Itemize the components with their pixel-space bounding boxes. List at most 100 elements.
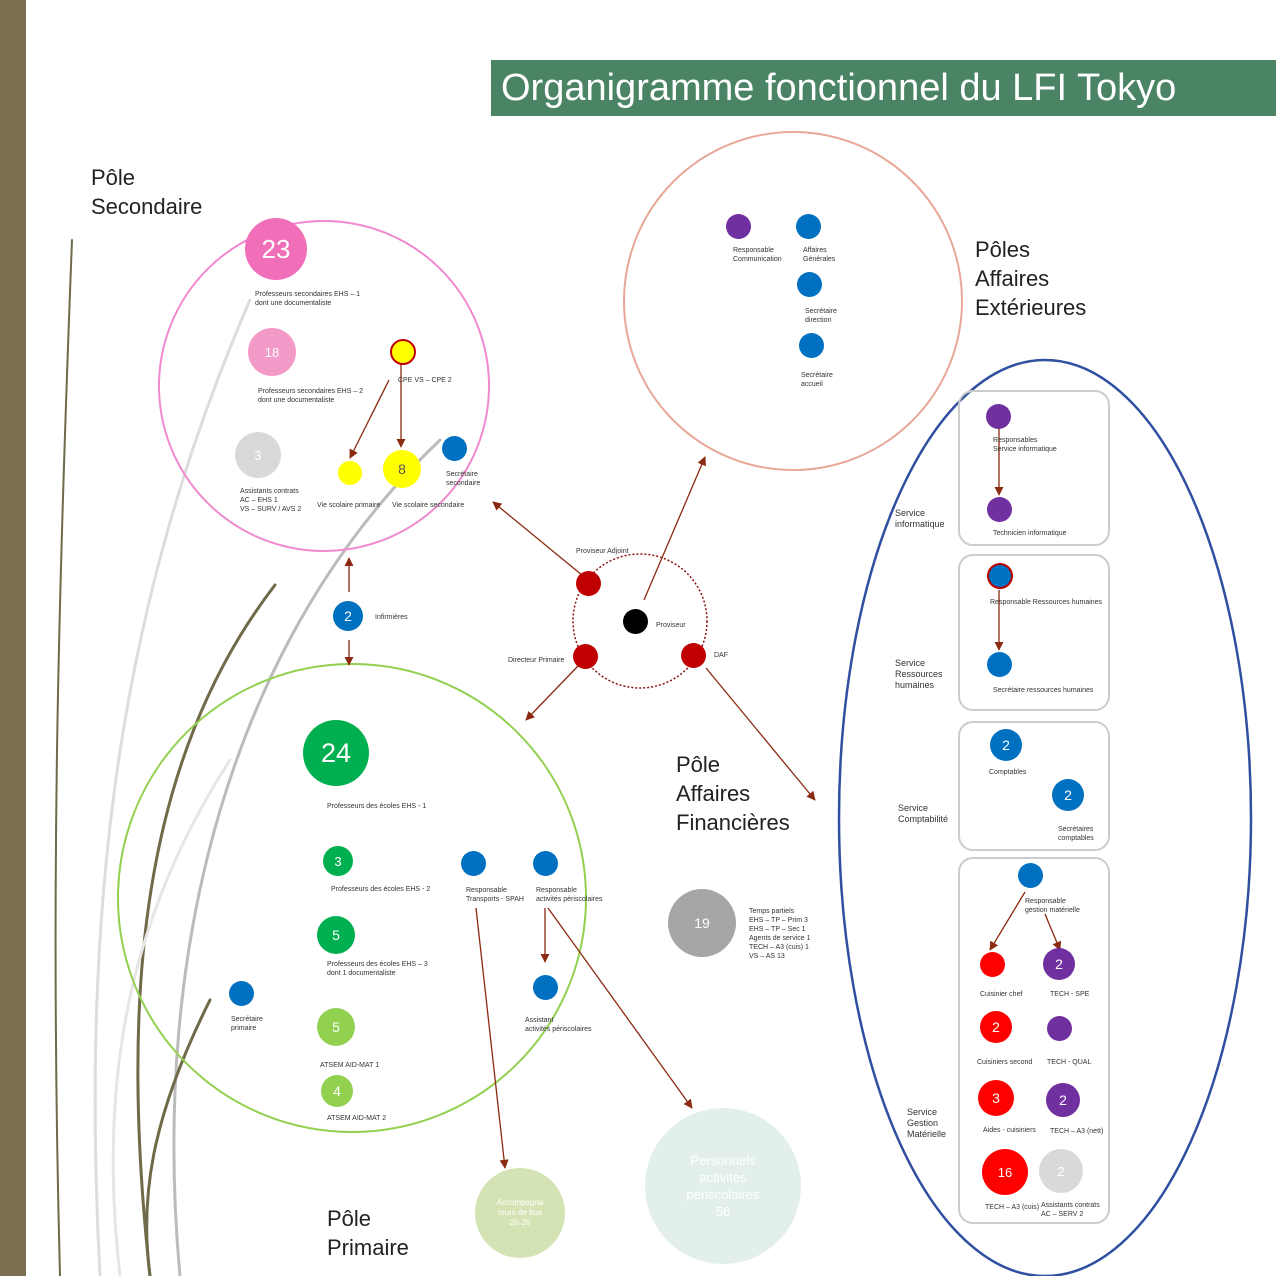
pole-secondaire-ring xyxy=(158,220,490,552)
left-decorative-bar xyxy=(0,0,26,1276)
tech-qual-node xyxy=(1047,1016,1072,1041)
pole-exterieures-ring xyxy=(623,131,963,471)
vie-scolaire-primaire-label: Vie scolaire primaire xyxy=(317,502,381,509)
prof-ecoles-ehs1-label: Professeurs des écoles EHS - 1 xyxy=(327,803,427,810)
resp-activites-label: Responsable activités périscolaires xyxy=(536,887,603,903)
resp-rh-node xyxy=(987,563,1013,589)
infirmieres-label: Infirmières xyxy=(375,614,408,621)
pole-primaire-line-1: Pôle xyxy=(327,1206,372,1231)
prof-ecoles-ehs2-count: 3 xyxy=(323,846,353,876)
affaires-generales-node xyxy=(796,214,821,239)
technicien-informatique-node xyxy=(987,497,1012,522)
resp-transports-label: Responsable Transports - SPAH xyxy=(466,887,524,903)
comptables-label: Comptables xyxy=(989,769,1027,776)
decorative-swooshes xyxy=(54,239,442,1276)
pole-financieres-line-1: Pôle xyxy=(676,752,721,777)
temps-partiels-label: Temps partiels EHS – TP – Prim 3 EHS – T… xyxy=(749,908,811,960)
secretaire-secondaire-label: Secrétaire secondaire xyxy=(446,471,481,487)
resp-rh-label: Responsable Ressources humaines xyxy=(990,599,1103,606)
tech-a3-cuis-count: 16 xyxy=(982,1149,1028,1195)
service-rh-label: Service Ressources humaines xyxy=(895,658,943,690)
aides-cuisiniers-label: Aides - cuisiniers xyxy=(983,1127,1036,1134)
personnels-periscolaires-node: Personnels activités périscolaires 56 xyxy=(645,1108,801,1264)
directeur-primaire-label: Directeur Primaire xyxy=(508,657,565,664)
tech-a3-nett-label: TECH – A3 (nett) xyxy=(1050,1128,1104,1135)
service-informatique-box xyxy=(958,390,1110,546)
proviseur-adjoint-label: Proviseur Adjoint xyxy=(576,548,629,555)
resp-transports-node xyxy=(461,851,486,876)
resp-communication-label: Responsable Communication xyxy=(733,247,782,263)
atsem-2-count: 4 xyxy=(321,1075,353,1107)
comptables-count: 2 xyxy=(990,729,1022,761)
service-materielle-box xyxy=(958,857,1110,1224)
atsem-2-label: ATSEM AID-MAT 2 xyxy=(327,1115,387,1122)
prof-sec-ehs1-count: 23 xyxy=(245,218,307,280)
secretaire-accueil-node xyxy=(799,333,824,358)
resp-communication-node xyxy=(726,214,751,239)
pole-secondaire-line-2: Secondaire xyxy=(91,194,203,219)
pole-financieres-line-2: Affaires xyxy=(676,781,751,806)
atsem-1-count: 5 xyxy=(317,1008,355,1046)
resp-informatique-node xyxy=(986,404,1011,429)
tech-a3-nett-count: 2 xyxy=(1046,1083,1080,1117)
resp-gestion-materielle-node xyxy=(1018,863,1043,888)
pole-financieres-ellipse xyxy=(837,358,1253,1276)
pole-exterieures-line-1: Pôles xyxy=(975,237,1031,262)
pole-exterieures-line-2: Affaires xyxy=(975,266,1050,291)
resp-gestion-materielle-label: Responsable gestion matérielle xyxy=(1025,898,1080,914)
secretaire-secondaire-node xyxy=(442,436,467,461)
aides-cuisiniers-count: 3 xyxy=(978,1080,1014,1116)
assistants-contrats-serv-count: 2 xyxy=(1039,1149,1083,1193)
prof-ecoles-ehs2-label: Professeurs des écoles EHS - 2 xyxy=(331,886,431,893)
secretaire-direction-node xyxy=(797,272,822,297)
prof-ecoles-ehs3-label: Professeurs des écoles EHS – 3 dont 1 do… xyxy=(327,961,428,977)
daf-node xyxy=(681,643,706,668)
direction-ring xyxy=(572,553,708,689)
prof-sec-ehs2-count: 18 xyxy=(248,328,296,376)
cuisiniers-second-count: 2 xyxy=(980,1011,1012,1043)
assistants-contrats-serv-label: Assistants contrats AC – SERV 2 xyxy=(1041,1202,1100,1218)
accompagnateurs-bus-node: Accompagna teurs de bus 20-26 xyxy=(475,1168,565,1258)
service-rh-box xyxy=(958,554,1110,711)
affaires-generales-label: Affaires Générales xyxy=(803,247,836,263)
pole-exterieures-label: Pôles Affaires Extérieures xyxy=(975,235,1086,322)
service-materielle-label: Service Gestion Matérielle xyxy=(907,1107,947,1139)
cuisiniers-second-label: Cuisiniers second xyxy=(977,1059,1033,1066)
pole-financieres-label: Pôle Affaires Financières xyxy=(676,750,790,837)
assistants-contrats-sec-label: Assistants contrats AC – EHS 1 VS – SURV… xyxy=(240,488,302,513)
secretaire-rh-node xyxy=(987,652,1012,677)
pole-secondaire-label: Pôle Secondaire xyxy=(91,163,202,221)
pole-financieres-line-3: Financières xyxy=(676,810,790,835)
service-informatique-label: Service informatique xyxy=(895,508,945,529)
proviseur-node xyxy=(623,609,648,634)
prof-ecoles-ehs3-count: 5 xyxy=(317,916,355,954)
technicien-informatique-label: Technicien informatique xyxy=(993,530,1067,537)
pole-primaire-label: Pôle Primaire xyxy=(327,1204,409,1262)
service-comptabilite-label: Service Comptabilité xyxy=(898,803,949,824)
vie-scolaire-secondaire-count: 8 xyxy=(383,450,421,488)
resp-informatique-label: Responsables Service informatique xyxy=(993,437,1057,453)
secretaires-comptables-count: 2 xyxy=(1052,779,1084,811)
prof-sec-ehs1-label: Professeurs secondaires EHS – 1 dont une… xyxy=(255,291,361,307)
directeur-primaire-node xyxy=(573,644,598,669)
cuisinier-chef-label: Cuisinier chef xyxy=(980,991,1023,998)
secretaire-accueil-label: Secrétaire accueil xyxy=(801,372,833,388)
proviseur-label: Proviseur xyxy=(656,622,686,629)
vie-scolaire-secondaire-label: Vie scolaire secondaire xyxy=(392,502,465,509)
secretaire-rh-label: Secrétaire ressources humaines xyxy=(993,687,1094,694)
prof-ecoles-ehs1-count: 24 xyxy=(303,720,369,786)
proviseur-adjoint-node xyxy=(576,571,601,596)
page-title: Organigramme fonctionnel du LFI Tokyo xyxy=(491,60,1276,116)
tech-a3-cuis-label: TECH – A3 (cuis) xyxy=(985,1204,1040,1211)
secretaire-primaire-node xyxy=(229,981,254,1006)
pole-exterieures-line-3: Extérieures xyxy=(975,295,1087,320)
cpe-label: CPE VS – CPE 2 xyxy=(398,377,452,384)
pole-secondaire-line-1: Pôle xyxy=(91,165,136,190)
temps-partiels-count: 19 xyxy=(668,889,736,957)
tech-spe-count: 2 xyxy=(1043,948,1075,980)
service-comptabilite-box xyxy=(958,721,1110,851)
cuisinier-chef-node xyxy=(980,952,1005,977)
assistant-periscolaire-node xyxy=(533,975,558,1000)
